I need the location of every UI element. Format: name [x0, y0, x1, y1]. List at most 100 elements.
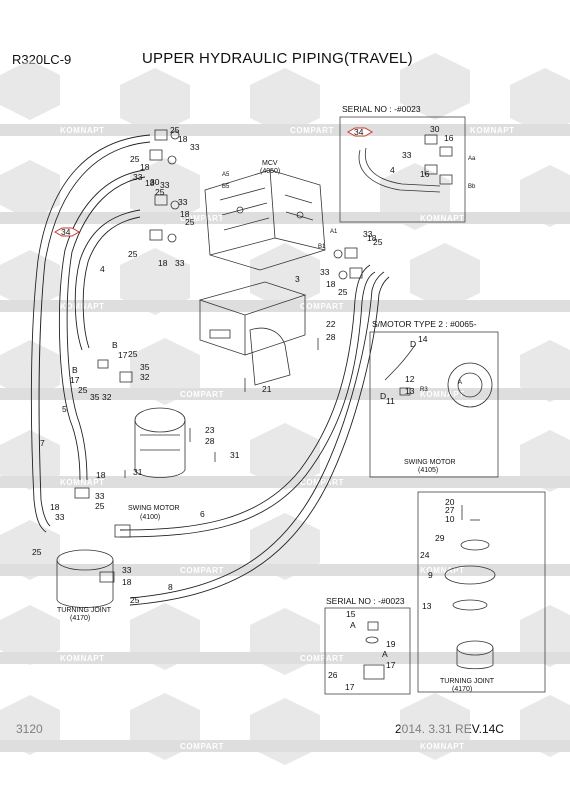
svg-text:B1: B1: [318, 244, 326, 250]
hose-6-outline: [119, 271, 376, 538]
hose-5: [58, 169, 146, 481]
svg-text:A5: A5: [222, 172, 230, 178]
svg-text:B5: B5: [222, 184, 230, 190]
svg-text:COMPART: COMPART: [300, 654, 344, 663]
svg-text:25: 25: [128, 249, 138, 259]
svg-text:25: 25: [338, 287, 348, 297]
svg-text:32: 32: [140, 372, 150, 382]
port-labels: A5 B5 A1 B1: [222, 172, 338, 250]
svg-text:COMPART: COMPART: [300, 478, 344, 487]
svg-text:COMPART: COMPART: [300, 302, 344, 311]
svg-text:21: 21: [262, 384, 272, 394]
svg-text:17: 17: [118, 350, 128, 360]
watermark-text: KOMNAPT COMPART KOMNAPT COMPART KOMNAPT …: [60, 126, 514, 751]
svg-text:(4050): (4050): [260, 168, 280, 175]
svg-text:4: 4: [390, 165, 395, 175]
svg-text:25: 25: [78, 385, 88, 395]
svg-text:KOMNAPT: KOMNAPT: [420, 390, 465, 399]
svg-text:A: A: [350, 620, 356, 630]
svg-text:A1: A1: [330, 229, 338, 235]
svg-text:(4170): (4170): [70, 615, 90, 622]
hose-6: [119, 264, 371, 531]
page-title: UPPER HYDRAULIC PIPING(TRAVEL): [142, 50, 413, 67]
svg-text:20: 20: [445, 497, 455, 507]
svg-text:18: 18: [367, 233, 377, 243]
svg-text:17: 17: [386, 660, 396, 670]
svg-text:33: 33: [133, 172, 143, 182]
svg-text:16: 16: [444, 133, 454, 143]
svg-text:3: 3: [295, 274, 300, 284]
svg-text:B: B: [112, 340, 118, 350]
svg-text:D: D: [380, 391, 386, 401]
svg-text:25: 25: [130, 595, 140, 605]
watermark-pattern: KOMNAPT COMPART KOMNAPT COMPART KOMNAPT …: [0, 53, 570, 765]
svg-text:33: 33: [190, 142, 200, 152]
part-callouts: 25 18 33 25 18 33 30 33 18 25 4 25 18 33…: [32, 125, 383, 605]
svg-text:34: 34: [61, 227, 71, 237]
svg-text:KOMNAPT: KOMNAPT: [60, 302, 105, 311]
svg-text:COMPART: COMPART: [180, 390, 224, 399]
svg-text:KOMNAPT: KOMNAPT: [420, 742, 465, 751]
svg-text:7: 7: [40, 438, 45, 448]
hose-8: [129, 271, 385, 599]
svg-text:18: 18: [140, 162, 150, 172]
svg-text:MCV: MCV: [262, 160, 278, 167]
svg-text:33: 33: [175, 258, 185, 268]
component-captions: MCV (4050) SWING MOTOR (4100) TURNING JO…: [57, 160, 280, 622]
svg-text:13: 13: [422, 601, 432, 611]
swing-motor: [114, 407, 186, 538]
svg-text:A: A: [382, 649, 388, 659]
svg-text:18: 18: [50, 502, 60, 512]
svg-text:27: 27: [445, 505, 455, 515]
inset-serial-bottom: SERIAL NO : -#0023 15 A 19 A 17 26 17: [324, 596, 411, 695]
svg-text:17: 17: [70, 375, 80, 385]
svg-text:31: 31: [133, 467, 143, 477]
svg-text:A: A: [458, 380, 462, 386]
svg-text:30: 30: [150, 177, 160, 187]
svg-text:35: 35: [140, 362, 150, 372]
callout-34-hexagon: 34: [53, 227, 81, 237]
svg-text:KOMNAPT: KOMNAPT: [420, 566, 465, 575]
svg-text:25: 25: [373, 237, 383, 247]
svg-text:Bb: Bb: [468, 184, 476, 190]
turning-joint: [56, 487, 115, 608]
hose-7-outline: [38, 141, 151, 527]
svg-text:25: 25: [155, 187, 165, 197]
svg-text:25: 25: [170, 125, 180, 135]
svg-text:25: 25: [95, 501, 105, 511]
inset-turning-joint-parts: 20 27 10 29 24 9 13 TURNING JOINT (4170): [417, 491, 546, 693]
svg-text:18: 18: [326, 279, 336, 289]
mcv-block: [204, 169, 326, 271]
svg-text:COMPART: COMPART: [180, 742, 224, 751]
svg-text:18: 18: [145, 178, 155, 188]
svg-text:KOMNAPT: KOMNAPT: [60, 126, 105, 135]
svg-text:11: 11: [386, 396, 395, 406]
svg-text:28: 28: [205, 436, 215, 446]
svg-text:TURNING JOINT: TURNING JOINT: [57, 607, 112, 614]
svg-text:TURNING JOINT: TURNING JOINT: [440, 678, 495, 685]
svg-text:6: 6: [200, 509, 205, 519]
svg-text:14: 14: [418, 334, 428, 344]
hose-7: [30, 134, 151, 533]
joint-frame: [198, 281, 307, 386]
svg-text:34: 34: [354, 127, 364, 137]
svg-text:33: 33: [320, 267, 330, 277]
svg-text:25: 25: [128, 349, 138, 359]
svg-text:25: 25: [130, 154, 140, 164]
svg-text:33: 33: [55, 512, 65, 522]
svg-text:18: 18: [96, 470, 106, 480]
svg-text:SERIAL NO : -#0023: SERIAL NO : -#0023: [342, 104, 421, 114]
svg-text:18: 18: [178, 134, 188, 144]
svg-text:17: 17: [345, 682, 355, 692]
hose-4-outline: [82, 216, 141, 349]
svg-text:9: 9: [428, 570, 433, 580]
svg-text:33: 33: [160, 180, 170, 190]
svg-text:18: 18: [122, 577, 132, 587]
hose-5-outline: [66, 176, 146, 481]
svg-text:8: 8: [168, 582, 173, 592]
svg-text:KOMNAPT: KOMNAPT: [60, 654, 105, 663]
svg-text:19: 19: [386, 639, 396, 649]
svg-text:4: 4: [100, 264, 105, 274]
svg-text:31: 31: [230, 450, 240, 460]
